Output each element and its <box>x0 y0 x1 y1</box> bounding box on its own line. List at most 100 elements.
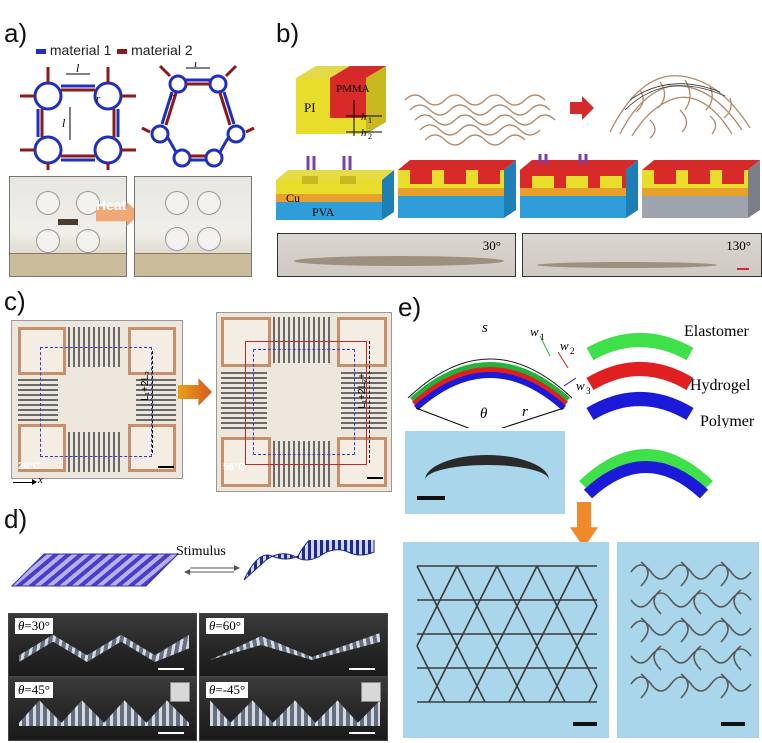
coil-photo-30deg: 30° <box>277 233 516 277</box>
coil-sample-130 <box>537 262 717 268</box>
fab-step-3 <box>520 154 638 218</box>
angle-neg45: =-45° <box>215 682 246 697</box>
triangular-lattice-pattern <box>416 565 598 703</box>
fabrication-steps: Cu PVA <box>276 154 760 220</box>
h2-sub: 2 <box>368 132 372 141</box>
dim-r-tri: r <box>170 91 175 103</box>
panel-e-label: e) <box>398 292 422 322</box>
arc-length-s: s <box>482 320 488 336</box>
ruler-left <box>10 253 126 276</box>
w3-label: w <box>576 378 585 393</box>
w3-sub: 3 <box>586 386 591 396</box>
bilayer-lattice-diagram: l l r l r <box>20 62 255 170</box>
layer-pmma-label: PMMA <box>336 83 370 95</box>
expansion-arrow <box>178 378 212 406</box>
expanded-box <box>245 341 367 465</box>
scale-bar-d3 <box>158 732 184 734</box>
dim-l-tri: l <box>194 62 198 70</box>
dim-r: r <box>96 93 101 105</box>
helix-photo-60: θ=60° <box>199 613 388 677</box>
x-axis-label: x <box>38 474 43 486</box>
theta-angle: θ <box>480 406 488 422</box>
w2-label: w <box>560 338 569 353</box>
scale-bar-e2 <box>573 722 597 726</box>
lattice-sample-before <box>36 191 102 253</box>
panel-c-photo-26c: L₁+2L₂ 26°C <box>11 320 183 479</box>
temp-26c: 26°C <box>18 461 41 472</box>
triangular-lattice-unit <box>141 64 255 168</box>
angle-30: =30° <box>24 618 50 633</box>
panel-c-photo-56c: L₁+2L₂+ 56°C <box>216 312 392 492</box>
curly-lattice-photo <box>617 542 759 738</box>
theta-symbol-45: θ <box>18 682 25 697</box>
elastomer-layer <box>409 362 571 403</box>
scale-bar-d1 <box>158 668 184 670</box>
scale-bar-d2 <box>349 668 375 670</box>
panel-b-label: b) <box>276 18 300 48</box>
striped-sheet-diagram <box>10 540 375 587</box>
scale-bar-d4 <box>349 732 375 734</box>
square-lattice-unit <box>20 67 136 170</box>
material-2-swatch <box>117 48 128 54</box>
cu-label: Cu <box>286 191 300 205</box>
angle-45: =45° <box>24 682 50 697</box>
panel-a-photo-after <box>134 176 252 277</box>
dim-label-right: L₁+2L₂+ <box>357 373 368 409</box>
reference-box-c1 <box>40 347 152 457</box>
elastomer-label: Elastomer <box>684 323 750 340</box>
lattice-sample-after <box>161 191 227 253</box>
elastomer-strip <box>586 333 694 361</box>
coil-photo-130deg: 130° <box>522 233 762 277</box>
trilayer-arc-diagram: s w 1 w 2 w 3 θ r Elastomer Hydrogel Pol… <box>407 320 755 428</box>
dim-l-top: l <box>76 62 80 75</box>
angle-30-label: 30° <box>482 238 501 253</box>
fab-step-2 <box>398 160 516 218</box>
polymer-strip <box>586 392 694 421</box>
dimension-line-c1 <box>152 351 154 453</box>
helix-photo-30: θ=30° <box>8 613 197 677</box>
h1-label: h <box>361 111 367 123</box>
hydrogel-layer <box>412 367 568 407</box>
pva-label: PVA <box>312 205 335 219</box>
panel-d-label: d) <box>4 504 28 534</box>
temp-56c: 56°C <box>223 462 246 473</box>
heat-label: Heat <box>96 197 127 213</box>
reference-box-c2 <box>253 349 355 455</box>
scale-bar-c1 <box>158 466 174 468</box>
combined-trilayer-strip <box>579 449 713 498</box>
bent-strip-photo <box>405 431 565 514</box>
panel-a-photo-before <box>9 176 127 277</box>
transform-arrow <box>570 96 594 120</box>
w1-sub: 1 <box>540 332 545 342</box>
h2-label: h <box>361 127 367 139</box>
corner-block-bl <box>18 424 66 472</box>
helix-photo-45: θ=45° <box>8 677 197 741</box>
helix-photo-neg45: θ=-45° <box>199 677 388 741</box>
fab-step-1: Cu PVA <box>276 156 394 220</box>
dim-label-left: L₁+2L₂ <box>140 371 151 401</box>
coil-structures-diagram <box>404 75 751 146</box>
polymer-label: Polymer <box>700 413 755 428</box>
theta-symbol-60: θ <box>209 618 216 633</box>
legend-material-1: material 1 <box>49 42 112 58</box>
hydrogel-strip <box>586 362 694 391</box>
dim-l-side: l <box>62 116 66 130</box>
w1-label: w <box>530 324 539 339</box>
flat-coil-lattice <box>404 94 556 146</box>
scale-bar-b <box>737 268 749 270</box>
coil-sample-30 <box>294 256 504 266</box>
scale-bar-c2 <box>367 477 383 479</box>
twisted-striped-sheet <box>243 540 375 581</box>
fab-step-4 <box>642 160 760 218</box>
dimension-line-c2 <box>369 341 371 463</box>
radius-r: r <box>522 404 528 420</box>
stimulus-label: Stimulus <box>176 544 226 559</box>
layer-pi-label: PI <box>304 100 316 115</box>
serpentine-right <box>136 377 176 421</box>
scale-bar-e3 <box>721 722 745 726</box>
x-axis-arrow <box>13 482 33 483</box>
panel-a-legend: material 1 material 2 <box>36 42 193 58</box>
scale-bar-e1 <box>417 496 445 500</box>
bilayer-block-diagram: PI PMMA h 1 h 2 <box>296 66 386 141</box>
ruler-right <box>135 253 251 276</box>
